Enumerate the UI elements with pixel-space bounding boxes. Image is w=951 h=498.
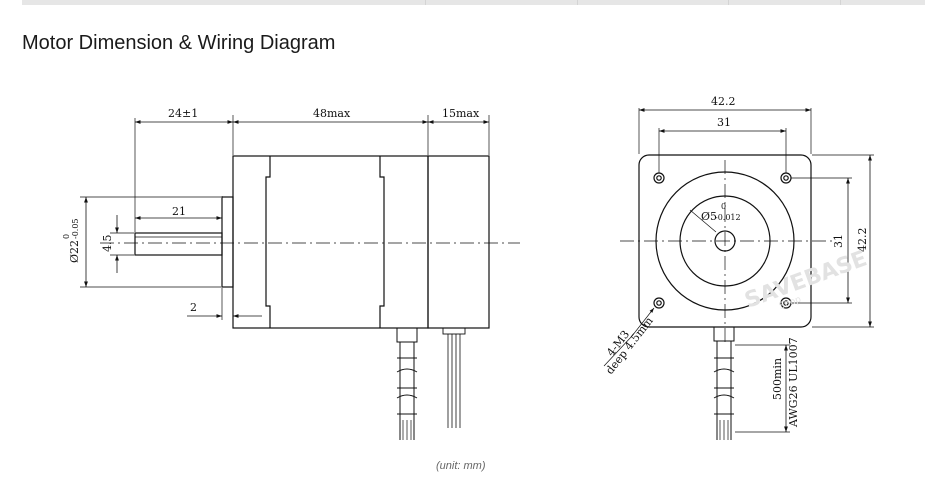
front-view <box>603 108 874 440</box>
dim-hole-spacing-h: 31 <box>717 116 731 129</box>
bar-segment <box>728 0 729 5</box>
dim-wire-spec: AWG26 UL1007 <box>787 337 800 428</box>
front-flange-line <box>265 156 271 328</box>
dim-rear-length: 15max <box>442 107 480 120</box>
bar-segment <box>425 0 426 5</box>
dim-overall-height: 42.2 <box>856 228 869 253</box>
dim-overall-width: 42.2 <box>711 95 736 108</box>
dim-boss-height: 2 <box>190 301 197 314</box>
dim-shaft-extension: 24±1 <box>168 107 198 120</box>
side-view-labels: 24±1 48max 15max 21 2 Ø22 0 -0.05 4.5 <box>62 107 480 314</box>
dim-flat-depth: 4.5 <box>101 235 114 253</box>
rear-cap <box>427 155 490 329</box>
bar-segment <box>577 0 578 5</box>
dim-hole-spacing-v: 31 <box>832 234 845 248</box>
shaft <box>134 232 223 256</box>
dim-shaft-diameter: Ø22 <box>68 240 81 263</box>
cable-grommet <box>396 327 418 343</box>
watermark-brand: SAVEBASE <box>742 246 871 313</box>
side-view <box>80 115 520 440</box>
lead-wires <box>447 334 461 428</box>
rear-flange-line <box>379 156 385 328</box>
dim-shaft-diameter-upper-tol: 0 <box>62 234 71 239</box>
page-title: Motor Dimension & Wiring Diagram <box>22 32 336 54</box>
dim-lead-length: 500min <box>771 358 784 400</box>
dim-shaft-flat: 21 <box>172 205 186 218</box>
bar-segment <box>840 0 841 5</box>
top-divider-bar <box>22 0 925 5</box>
dim-front-shaft-diameter: Ø5 <box>701 210 717 223</box>
dim-front-shaft-lower-tol: -0.012 <box>715 213 741 222</box>
dim-front-shaft-upper-tol: 0 <box>721 202 726 211</box>
watermark: SAVEBASE Shop <box>742 246 871 313</box>
boss <box>221 196 234 288</box>
dim-shaft-diameter-lower-tol: -0.05 <box>71 218 80 239</box>
motor-body <box>232 155 429 329</box>
dim-body-length: 48max <box>313 107 351 120</box>
unit-note: (unit: mm) <box>436 460 486 472</box>
